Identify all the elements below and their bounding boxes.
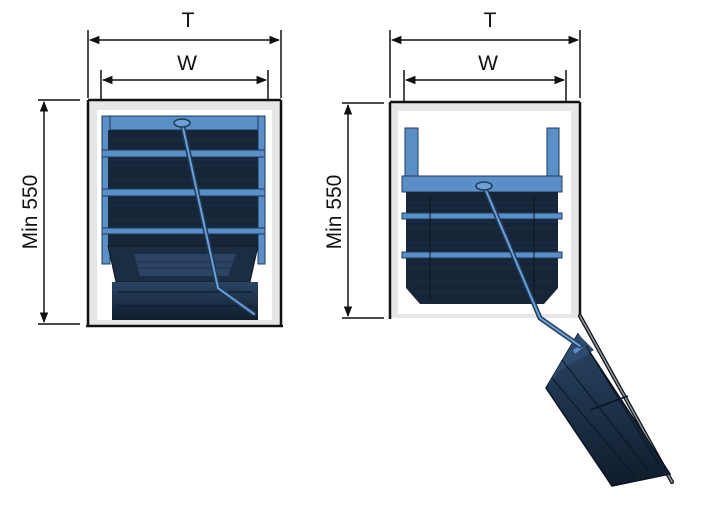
right-t-dimension: T bbox=[389, 9, 581, 98]
right-upper-rails bbox=[406, 201, 558, 293]
left-w-dimension: W bbox=[100, 52, 269, 102]
right-height-dimension: Min 550 bbox=[323, 102, 384, 319]
right-w-dimension: W bbox=[403, 52, 567, 102]
left-upper-rails bbox=[108, 139, 258, 239]
right-lower-basket bbox=[545, 332, 672, 487]
right-handle-pivot-icon bbox=[475, 181, 493, 191]
right-handle bbox=[475, 181, 583, 349]
right-w-label: W bbox=[478, 52, 498, 75]
left-lower-basket bbox=[107, 245, 259, 320]
left-handle bbox=[173, 118, 257, 317]
left-handle-pivot-icon bbox=[173, 118, 191, 128]
left-view: T W Min 550 bbox=[19, 9, 283, 328]
left-t-label: T bbox=[182, 9, 195, 32]
right-view: T W Min 550 bbox=[323, 9, 674, 487]
left-height-label: Min 550 bbox=[19, 175, 42, 250]
left-upper-basket bbox=[101, 115, 266, 265]
right-t-label: T bbox=[484, 9, 497, 32]
left-height-dimension: Min 550 bbox=[19, 99, 80, 325]
right-height-label: Min 550 bbox=[323, 175, 346, 250]
left-w-label: W bbox=[177, 52, 197, 75]
left-t-dimension: T bbox=[87, 9, 282, 98]
